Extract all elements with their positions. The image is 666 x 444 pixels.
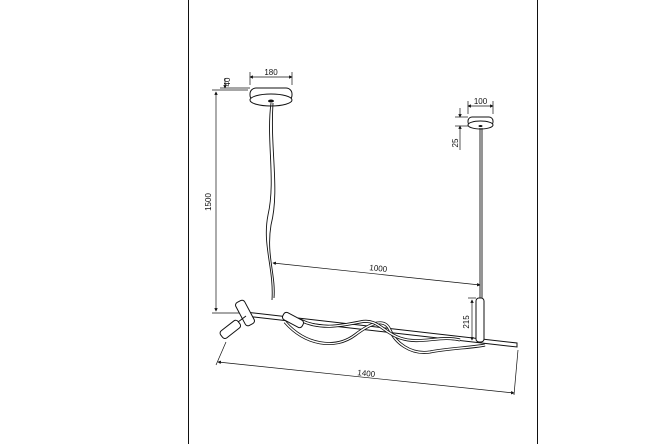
- dim-label-40: 40: [223, 77, 232, 86]
- spotlight-2: [219, 315, 247, 340]
- spotlight-3: [281, 311, 305, 329]
- dim-canopy-large-diameter: 180: [249, 68, 293, 85]
- lamp-body: [219, 297, 518, 354]
- dim-label-100: 100: [474, 97, 488, 106]
- dim-drop-height: 1500: [204, 89, 248, 314]
- dim-label-180: 180: [264, 68, 278, 77]
- dim-canopy-small-height: 25: [451, 108, 468, 150]
- small-canopy: [467, 116, 494, 130]
- dim-bar-length: 1400: [215, 341, 519, 396]
- right-frame-border: [537, 0, 538, 444]
- dim-suspension-spacing: 1000: [272, 261, 481, 287]
- left-frame-border: [188, 0, 189, 444]
- spotlight-1: [235, 299, 255, 327]
- dim-label-1500: 1500: [204, 193, 213, 211]
- dim-label-215: 215: [462, 315, 471, 329]
- dim-body-height: 215: [462, 297, 476, 341]
- dim-canopy-small-diameter: 100: [467, 97, 494, 114]
- dim-label-1400: 1400: [357, 368, 376, 379]
- dim-canopy-large-height: 40: [220, 77, 250, 89]
- right-connector: [475, 297, 485, 343]
- dim-label-25: 25: [451, 138, 460, 147]
- dim-label-1000: 1000: [369, 263, 388, 274]
- left-cable: [265, 102, 273, 301]
- large-canopy: [249, 87, 293, 107]
